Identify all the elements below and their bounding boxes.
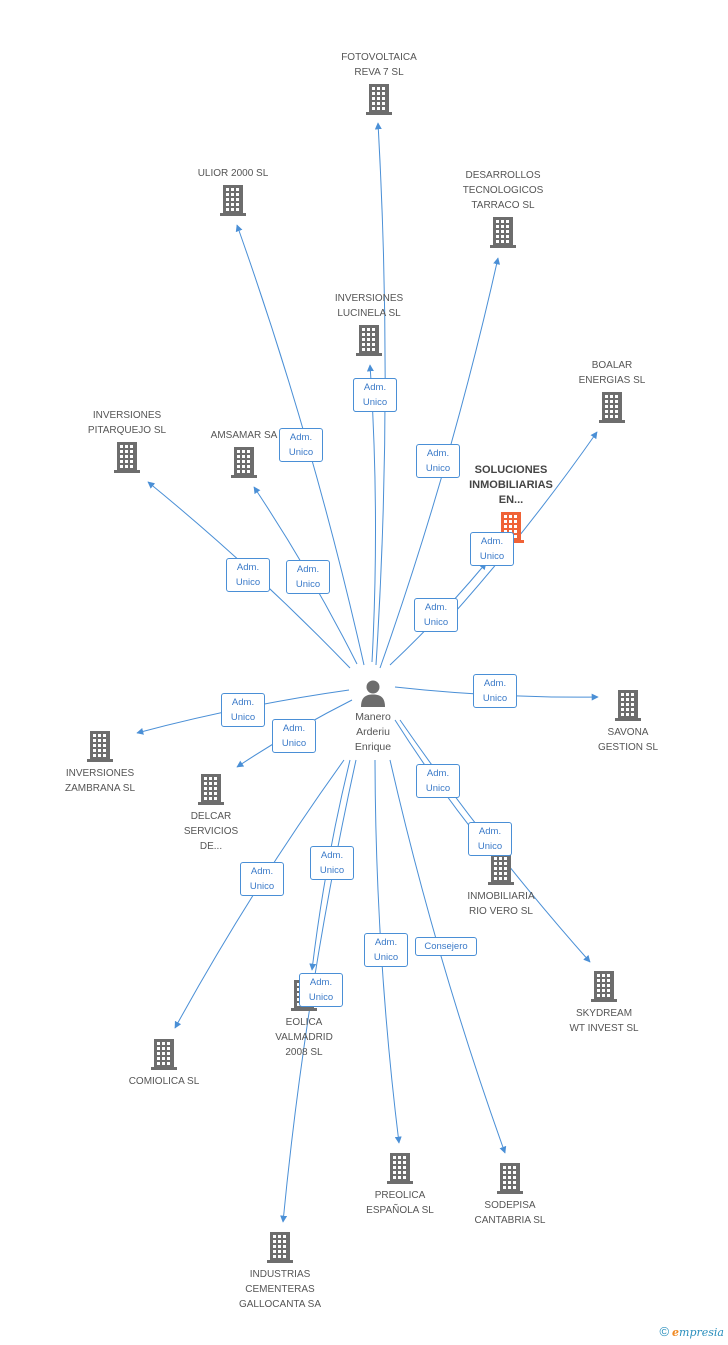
building-icon: [615, 690, 641, 721]
building-icon: [198, 774, 224, 805]
building-icon: [366, 84, 392, 115]
relation-label-cementeras[interactable]: Adm. Unico: [299, 973, 343, 1007]
company-node-boalar[interactable]: BOALAR ENERGIAS SL: [537, 358, 687, 424]
building-icon: [497, 1163, 523, 1194]
company-node-savona[interactable]: SAVONA GESTION SL: [553, 688, 703, 755]
edge-sodepisa: [389, 759, 507, 1154]
company-name: INVERSIONES PITARQUEJO SL: [87, 410, 167, 436]
company-name: INMOBILIARIA RIO VERO SL: [467, 891, 535, 917]
company-node-lucinela[interactable]: INVERSIONES LUCINELA SL: [294, 291, 444, 357]
company-name: FOTOVOLTAICA REVA 7 SL: [341, 52, 417, 78]
company-name: INVERSIONES LUCINELA SL: [334, 293, 404, 319]
company-node-amsamar[interactable]: AMSAMAR SA: [169, 428, 319, 479]
company-name: SOLUCIONES INMOBILIARIAS EN...: [469, 464, 553, 506]
company-node-pitarquejo[interactable]: INVERSIONES PITARQUEJO SL: [52, 408, 202, 474]
company-node-sodepisa[interactable]: SODEPISA CANTABRIA SL: [435, 1161, 585, 1228]
company-name: SODEPISA CANTABRIA SL: [474, 1200, 546, 1226]
company-node-riovero[interactable]: INMOBILIARIA RIO VERO SL: [426, 852, 576, 919]
person-icon: [361, 680, 385, 707]
relation-label-sodepisa[interactable]: Consejero: [415, 937, 477, 956]
company-name: DELCAR SERVICIOS DE...: [183, 811, 239, 852]
company-name: SKYDREAM WT INVEST SL: [569, 1008, 639, 1034]
relation-label-soluciones[interactable]: Adm. Unico: [414, 598, 458, 632]
company-name: EOLICA VALMADRID 2008 SL: [275, 1017, 333, 1058]
company-name: DESARROLLOS TECNOLOGICOS TARRACO SL: [462, 170, 544, 211]
building-icon: [220, 185, 246, 216]
relation-label-lucinela[interactable]: Adm. Unico: [353, 378, 397, 412]
building-icon: [599, 392, 625, 423]
building-icon: [114, 442, 140, 473]
company-node-fotovoltaica[interactable]: FOTOVOLTAICA REVA 7 SL: [304, 50, 454, 116]
company-name: SAVONA GESTION SL: [597, 727, 658, 753]
building-icon: [151, 1039, 177, 1070]
company-node-cementeras[interactable]: INDUSTRIAS CEMENTERAS GALLOCANTA SA: [205, 1230, 355, 1312]
copyright-symbol: ©: [659, 1324, 670, 1339]
relation-label-preolica[interactable]: Adm. Unico: [364, 933, 408, 967]
relation-label-ulior[interactable]: Adm. Unico: [279, 428, 323, 462]
edge-boalar: [447, 431, 598, 621]
building-icon: [387, 1153, 413, 1184]
company-name: INDUSTRIAS CEMENTERAS GALLOCANTA SA: [238, 1269, 322, 1310]
company-name: COMIOLICA SL: [128, 1076, 200, 1087]
company-node-comiolica[interactable]: COMIOLICA SL: [89, 1037, 239, 1089]
building-icon: [488, 854, 514, 885]
relation-label-eolica[interactable]: Adm. Unico: [310, 846, 354, 880]
building-icon: [591, 971, 617, 1002]
company-node-ulior[interactable]: ULIOR 2000 SL: [158, 166, 308, 217]
relation-label-skydream[interactable]: Adm. Unico: [468, 822, 512, 856]
person-node[interactable]: Manero Arderiu Enrique: [328, 678, 418, 755]
building-icon: [356, 325, 382, 356]
relation-label-pitarquejo[interactable]: Adm. Unico: [226, 558, 270, 592]
company-name: AMSAMAR SA: [210, 430, 278, 441]
brand-logo: empresia: [672, 1326, 724, 1339]
company-name: INVERSIONES ZAMBRANA SL: [64, 768, 136, 794]
relation-label-delcar[interactable]: Adm. Unico: [272, 719, 316, 753]
company-name: PREOLICA ESPAÑOLA SL: [366, 1190, 434, 1216]
building-icon: [267, 1232, 293, 1263]
company-node-preolica[interactable]: PREOLICA ESPAÑOLA SL: [325, 1151, 475, 1218]
relation-label-riovero[interactable]: Adm. Unico: [416, 764, 460, 798]
building-icon: [87, 731, 113, 762]
company-node-zambrana[interactable]: INVERSIONES ZAMBRANA SL: [25, 729, 175, 796]
company-node-skydream[interactable]: SKYDREAM WT INVEST SL: [529, 969, 679, 1036]
relation-label-zambrana[interactable]: Adm. Unico: [221, 693, 265, 727]
building-icon: [490, 217, 516, 248]
relation-label-comiolica[interactable]: Adm. Unico: [240, 862, 284, 896]
relation-label-boalar[interactable]: Adm. Unico: [470, 532, 514, 566]
relation-label-amsamar[interactable]: Adm. Unico: [286, 560, 330, 594]
company-name: BOALAR ENERGIAS SL: [578, 360, 646, 386]
relation-label-savona[interactable]: Adm. Unico: [473, 674, 517, 708]
company-node-delcar[interactable]: DELCAR SERVICIOS DE...: [136, 772, 286, 854]
person-name: Manero Arderiu Enrique: [354, 711, 392, 753]
company-node-desarrollos[interactable]: DESARROLLOS TECNOLOGICOS TARRACO SL: [428, 168, 578, 249]
company-name: ULIOR 2000 SL: [197, 168, 269, 179]
building-icon: [231, 447, 257, 478]
footer-brand[interactable]: ©empresia: [659, 1324, 724, 1339]
relation-label-desarrollos[interactable]: Adm. Unico: [416, 444, 460, 478]
